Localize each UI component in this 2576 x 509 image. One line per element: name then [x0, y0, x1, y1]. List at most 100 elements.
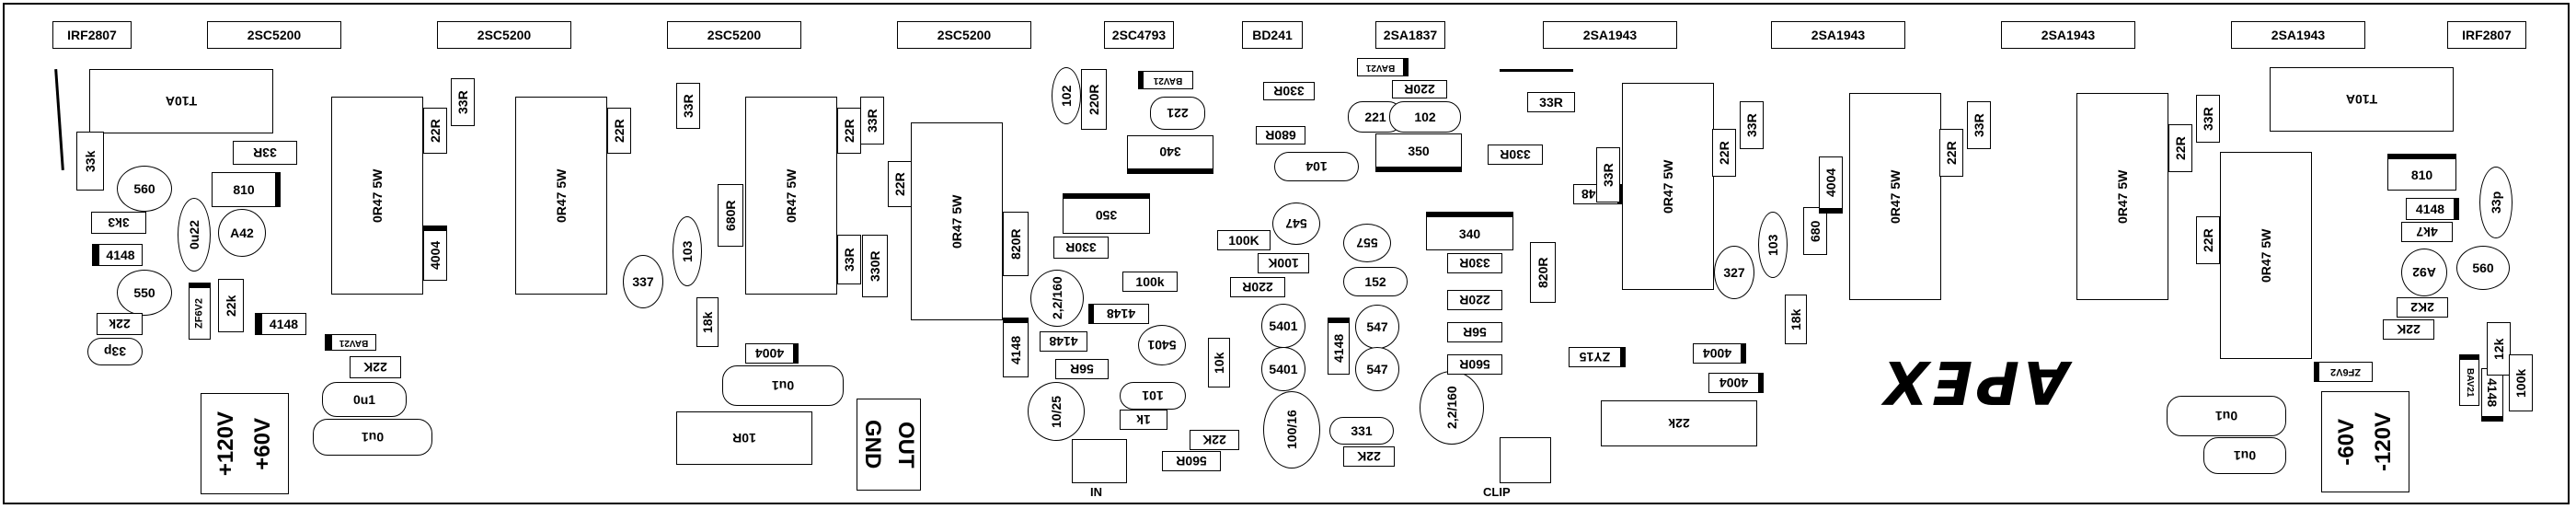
- resistor-22r-2: 22R: [607, 108, 631, 154]
- resistor-18k-b: 18k: [1785, 295, 1807, 344]
- diode-bav21: BAV21: [325, 334, 376, 351]
- resistor-330r-c: 330R: [1053, 237, 1109, 259]
- transistor-a42: A42: [218, 209, 266, 257]
- power-label-120: +120V: [213, 411, 238, 477]
- capacitor-0u1-e: 0u1: [2203, 437, 2286, 474]
- resistor-5w-3: 0R47 5W: [745, 97, 837, 295]
- capacitor-0u1: 0u1: [322, 382, 407, 417]
- resistor-680: 680: [1803, 207, 1827, 255]
- resistor-22k-f: 22K: [2383, 319, 2434, 340]
- transistor-5401-c: 5401: [1261, 347, 1305, 391]
- transistor-q2: 2SC5200: [207, 21, 341, 49]
- resistor-33r: 33R: [233, 141, 297, 165]
- resistor-22r-7: 22R: [2168, 124, 2192, 172]
- resistor-220r-b: 220R: [1230, 277, 1285, 297]
- transistor-340: 340: [1127, 135, 1213, 174]
- transistor-q7: BD241: [1242, 21, 1303, 49]
- diode-4004-5: 4004: [1819, 156, 1843, 214]
- resistor-330r-e: 330R: [1488, 145, 1543, 165]
- in-label: IN: [1090, 485, 1102, 499]
- resistor-5w-8: 0R47 5W: [2220, 152, 2312, 359]
- capacitor-152: 152: [1343, 267, 1408, 296]
- capacitor-103: 103: [673, 216, 702, 286]
- diode-4148: 4148: [92, 244, 143, 266]
- transistor-340-b: 340: [1426, 212, 1513, 250]
- transistor-q10: 2SA1943: [1771, 21, 1905, 49]
- resistor-220r: 220R: [1081, 69, 1107, 130]
- power-label-neg60: -60V: [2334, 418, 2359, 466]
- resistor-5w-1: 0R47 5W: [331, 97, 423, 295]
- zener-zf6v2-b: ZF6V2: [2314, 362, 2373, 382]
- resistor-22k: 22k: [97, 313, 143, 335]
- resistor-220r-d: 220R: [1447, 290, 1502, 310]
- diode-4004-1: 4004: [423, 226, 447, 281]
- power-terminal-pos: +120V +60V: [201, 393, 289, 494]
- transistor-547-b: 547: [1355, 305, 1399, 349]
- resistor-22r-5: 22R: [1712, 129, 1736, 177]
- resistor-33r-3: 33R: [860, 97, 884, 145]
- resistor-680r-b: 680R: [1256, 126, 1305, 145]
- transistor-5401: 5401: [1138, 325, 1186, 365]
- trace-line-2: [1500, 69, 1573, 72]
- capacitor-33p: 33p: [87, 338, 143, 365]
- output-terminal: GND OUT: [857, 399, 921, 491]
- resistor-22k-d: 22K: [1343, 446, 1395, 467]
- resistor-220r-c: 220R: [1392, 80, 1447, 98]
- resistor-820r: 820R: [1003, 212, 1029, 276]
- resistor-820r-b: 820R: [1530, 242, 1556, 303]
- resistor-33k: 33k: [76, 132, 104, 191]
- resistor-100k-c: 100K: [1258, 253, 1309, 273]
- diode-4148-e: 4148: [1328, 318, 1350, 375]
- capacitor-560-b: 560: [2456, 246, 2510, 290]
- capacitor-103-b: 103: [1758, 212, 1788, 278]
- transistor-q9: 2SA1943: [1543, 21, 1677, 49]
- transistor-q3: 2SC5200: [437, 21, 571, 49]
- fuse-t10a-left: T10A: [89, 69, 273, 133]
- resistor-330r-f: 330R: [1447, 253, 1502, 273]
- capacitor-2-2-160-b: 2,2/160: [1420, 371, 1484, 445]
- transistor-5401-b: 5401: [1261, 304, 1305, 348]
- power-label-60: +60V: [250, 417, 275, 470]
- zener-zf6v2: ZF6V2: [189, 283, 211, 340]
- resistor-330r-d: 330R: [1263, 82, 1315, 100]
- capacitor-0u22: 0u22: [178, 198, 211, 272]
- trace-line: [54, 69, 64, 170]
- resistor-22r-1: 22R: [423, 108, 447, 154]
- transistor-a92: A92: [2401, 249, 2447, 296]
- transistor-q1: IRF2807: [52, 21, 132, 49]
- pcb-silkscreen: IRF2807 2SC5200 2SC5200 2SC5200 2SC5200 …: [3, 3, 2570, 504]
- transistor-q11: 2SA1943: [2001, 21, 2135, 49]
- resistor-5w-7: 0R47 5W: [2076, 93, 2168, 300]
- transistor-q12: 2SA1943: [2231, 21, 2365, 49]
- diode-4148-b: 4148: [255, 313, 306, 335]
- resistor-33r-e: 33R: [1740, 101, 1764, 149]
- capacitor-0u1-d: 0u1: [2167, 396, 2286, 436]
- resistor-810: 810: [212, 172, 281, 207]
- capacitor-104: 104: [1274, 152, 1359, 181]
- resistor-5w-5: 0R47 5W: [1622, 83, 1714, 290]
- diode-bav21-d: BAV21: [2459, 354, 2479, 406]
- transistor-350: 350: [1063, 193, 1150, 234]
- diode-4148-c: 4148: [1088, 304, 1149, 324]
- resistor-2k2: 2K2: [2397, 297, 2448, 318]
- resistor-33r-f: 33R: [1967, 101, 1991, 149]
- resistor-10k: 10k: [1208, 338, 1230, 388]
- capacitor-101: 101: [1120, 382, 1186, 410]
- resistor-100k: 100k: [1122, 272, 1178, 292]
- resistor-33r-g: 33R: [2196, 95, 2220, 143]
- resistor-810-b: 810: [2387, 154, 2456, 191]
- zener-zy15: ZY15: [1569, 347, 1626, 367]
- resistor-100k-b: 100K: [1217, 230, 1271, 250]
- resistor-10r: 10R: [676, 411, 812, 465]
- resistor-4k7: 4k7: [2401, 222, 2453, 242]
- capacitor-327: 327: [1714, 246, 1754, 299]
- capacitor-102: 102: [1052, 67, 1081, 124]
- capacitor-0u1-c: 0u1: [722, 365, 844, 406]
- apex-logo: APEX: [1880, 347, 2069, 415]
- power-label-neg120: -120V: [2371, 411, 2396, 472]
- capacitor-550: 550: [117, 270, 172, 316]
- resistor-22k-e: 22k: [1601, 400, 1757, 446]
- resistor-5w-4: 0R47 5W: [911, 122, 1003, 320]
- diode-4148-v: 4148: [1003, 318, 1029, 377]
- resistor-5w-6: 0R47 5W: [1849, 93, 1941, 300]
